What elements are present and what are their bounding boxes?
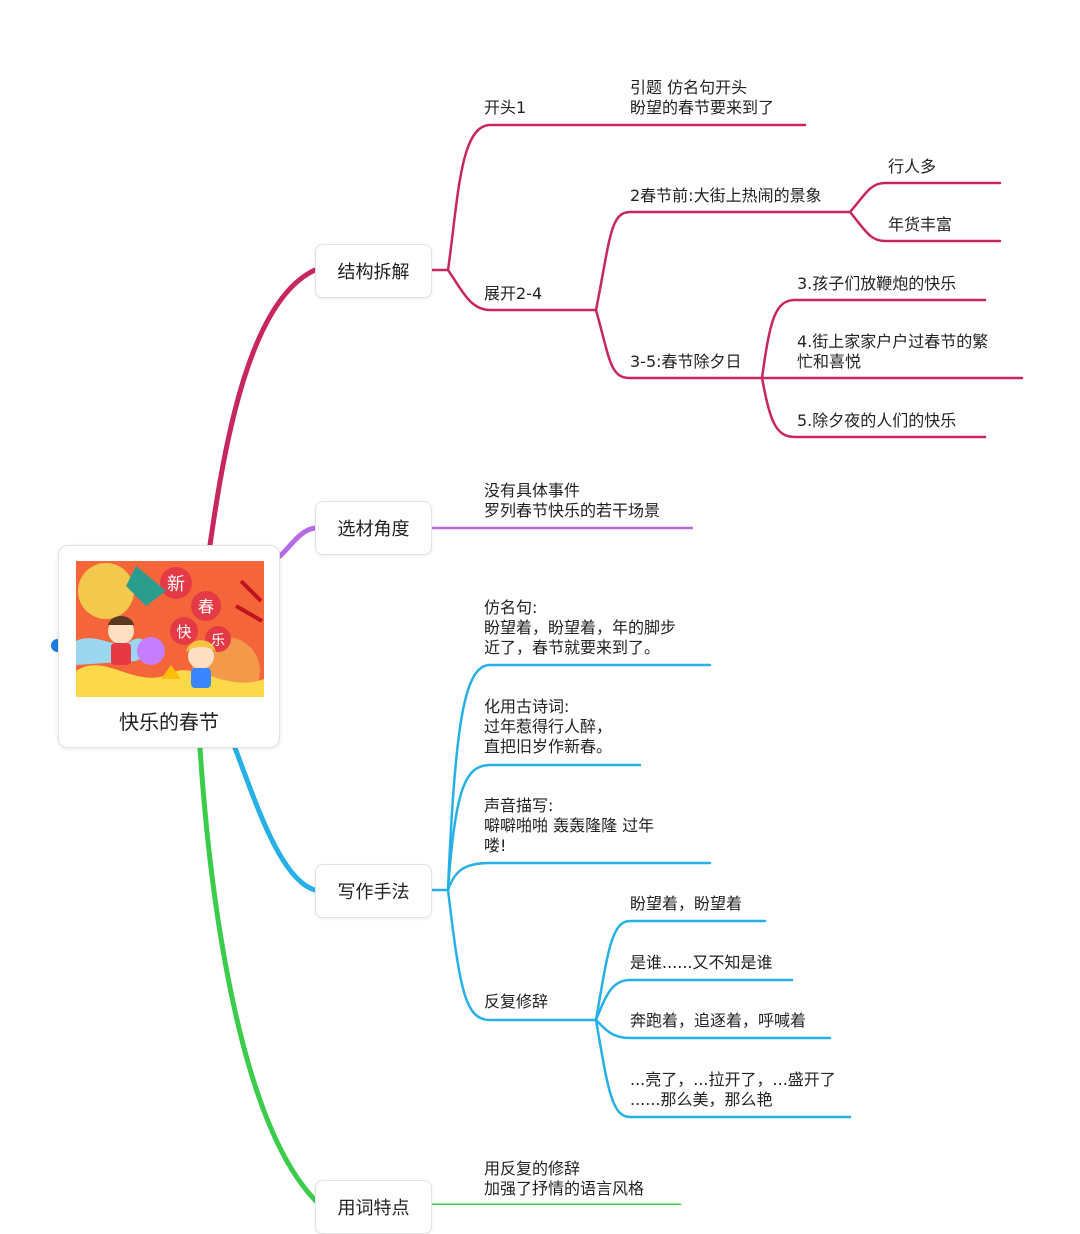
node-poetry[interactable]: 化用古诗词: 过年惹得行人醉， 直把旧岁作新春。 xyxy=(484,697,613,756)
chinese-new-year-illustration xyxy=(76,561,264,697)
node-structure[interactable]: 结构拆解 xyxy=(315,244,432,298)
node-wording[interactable]: 用词特点 xyxy=(315,1180,432,1234)
node-eve-item-2[interactable]: 4.街上家家户户过春节的繁 忙和喜悦 xyxy=(797,332,989,371)
svg-text:新: 新 xyxy=(167,574,185,595)
node-repetition-item-2[interactable]: 是谁......又不知是谁 xyxy=(630,953,773,972)
svg-text:乐: 乐 xyxy=(211,633,225,649)
svg-text:春: 春 xyxy=(198,597,214,616)
svg-text:快: 快 xyxy=(176,623,191,641)
node-material[interactable]: 选材角度 xyxy=(315,501,432,555)
node-eve[interactable]: 3-5:春节除夕日 xyxy=(630,352,742,371)
node-imitation[interactable]: 仿名句: 盼望着，盼望着，年的脚步 近了，春节就要来到了。 xyxy=(484,598,677,657)
node-repetition-item-4[interactable]: ...亮了，...拉开了，...盛开了 ......那么美，那么艳 xyxy=(630,1070,836,1109)
node-opening[interactable]: 开头1 xyxy=(484,98,527,117)
node-body[interactable]: 展开2-4 xyxy=(484,284,543,303)
link-root-technique xyxy=(232,745,318,893)
node-opening-note[interactable]: 引题 仿名句开头 盼望的春节要来到了 xyxy=(630,78,775,117)
root-node[interactable]: 新 春 快 乐 快乐的春节 xyxy=(58,545,280,748)
link-root-structure xyxy=(207,267,318,548)
node-repetition-item-1[interactable]: 盼望着，盼望着 xyxy=(630,894,743,913)
illustration-text: 新 春 快 乐 xyxy=(167,574,225,649)
link-root-wording xyxy=(197,745,323,1205)
node-technique[interactable]: 写作手法 xyxy=(315,864,432,918)
node-goods[interactable]: 年货丰富 xyxy=(888,215,953,234)
node-repetition[interactable]: 反复修辞 xyxy=(484,992,549,1011)
node-before-festival[interactable]: 2春节前:大街上热闹的景象 xyxy=(630,186,822,205)
root-title: 快乐的春节 xyxy=(119,710,219,734)
node-eve-item-3[interactable]: 5.除夕夜的人们的快乐 xyxy=(797,411,957,430)
link-root-material xyxy=(277,525,318,559)
node-sound[interactable]: 声音描写: 噼噼啪啪 轰轰隆隆 过年 喽! xyxy=(484,796,655,855)
node-wording-note[interactable]: 用反复的修辞 加强了抒情的语言风格 xyxy=(484,1159,645,1198)
node-pedestrians[interactable]: 行人多 xyxy=(888,157,937,176)
node-repetition-item-3[interactable]: 奔跑着，追逐着，呼喊着 xyxy=(630,1011,807,1030)
node-material-note[interactable]: 没有具体事件 罗列春节快乐的若干场景 xyxy=(484,481,661,520)
node-eve-item-1[interactable]: 3.孩子们放鞭炮的快乐 xyxy=(797,274,957,293)
